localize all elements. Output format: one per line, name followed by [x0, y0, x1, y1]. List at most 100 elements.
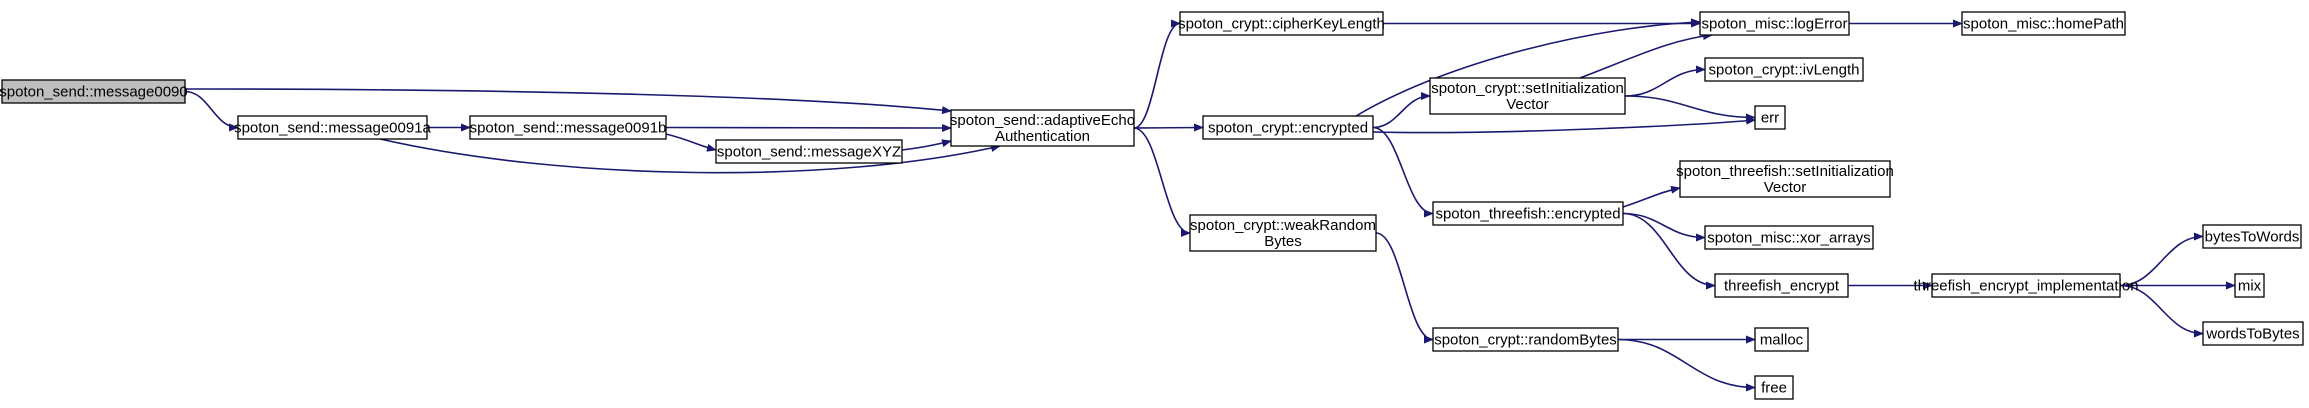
edge-line — [1617, 338, 1756, 392]
node-message0091b[interactable]: spoton_send::message0091b — [469, 115, 667, 140]
edge-adaptiveEcho-to-crypt_encrypted — [1133, 123, 1204, 132]
edge-tf_impl-to-bytesToWords — [2119, 232, 2204, 287]
node-label: Vector — [1764, 179, 1807, 196]
node-label: spoton_crypt::cipherKeyLength — [1178, 16, 1385, 33]
node-box — [1931, 273, 2121, 298]
node-box — [237, 115, 428, 140]
node-box — [950, 109, 1135, 147]
edge-message0091b-to-adaptiveEcho — [665, 123, 952, 132]
node-box — [2234, 273, 2265, 298]
node-label: threefish_encrypt_implementation — [1913, 278, 2138, 295]
edge-line — [665, 133, 717, 152]
node-crypt_encrypted[interactable]: spoton_crypt::encrypted — [1202, 115, 1374, 140]
node-label: Bytes — [1264, 233, 1302, 250]
edge-setInitVector-to-logError — [1579, 32, 1713, 79]
node-label: spoton_threefish::setInitialization — [1676, 163, 1894, 180]
edge-messageXYZ-to-adaptiveEcho — [901, 139, 952, 151]
node-box — [715, 139, 903, 164]
edge-threefish_encrypted-to-xor_arrays — [1622, 212, 1706, 242]
node-threefish_encrypt[interactable]: threefish_encrypt — [1714, 273, 1849, 298]
node-label: bytesToWords — [2205, 229, 2300, 246]
edge-line — [184, 90, 239, 132]
node-label: mix — [2238, 278, 2262, 295]
node-label: spoton_threefish::encrypted — [1435, 206, 1620, 223]
edge-line — [1624, 95, 1756, 122]
node-free[interactable]: free — [1754, 375, 1794, 400]
edge-line — [901, 139, 952, 151]
node-box — [1189, 214, 1377, 252]
node-label: malloc — [1760, 332, 1804, 349]
edge-line — [1579, 32, 1713, 79]
node-tf_impl[interactable]: threefish_encrypt_implementation — [1913, 273, 2139, 298]
node-randomBytes[interactable]: spoton_crypt::randomBytes — [1432, 327, 1619, 352]
edge-line — [2119, 284, 2204, 338]
node-label: spoton_send::message0091a — [234, 120, 431, 137]
node-box — [1429, 77, 1626, 115]
node-label: spoton_misc::homePath — [1963, 16, 2124, 33]
edge-crypt_encrypted-to-err — [1372, 116, 1756, 134]
node-message0091a[interactable]: spoton_send::message0091a — [234, 115, 432, 140]
node-err[interactable]: err — [1754, 105, 1786, 130]
edge-line — [1133, 19, 1181, 129]
edge-weakRandomBytes-to-randomBytes — [1375, 232, 1434, 344]
edge-line — [379, 138, 1001, 174]
node-cipherKeyLength[interactable]: spoton_crypt::cipherKeyLength — [1178, 11, 1385, 36]
edge-crypt_encrypted-to-logError — [1355, 18, 1701, 117]
edge-threefish_encrypted-to-tf_setInitVector — [1622, 185, 1681, 208]
edge-line — [1133, 127, 1191, 237]
edge-line — [184, 88, 952, 115]
node-label: spoton_crypt::setInitialization — [1431, 80, 1624, 97]
node-homePath[interactable]: spoton_misc::homePath — [1961, 11, 2126, 36]
node-label: spoton_crypt::weakRandom — [1190, 217, 1376, 234]
edge-line — [2119, 232, 2204, 287]
edge-adaptiveEcho-to-cipherKeyLength — [1133, 19, 1181, 129]
node-box — [1754, 375, 1794, 400]
node-box — [1432, 327, 1619, 352]
node-box — [1754, 327, 1809, 352]
node-label: Authentication — [995, 128, 1090, 145]
node-tf_setInitVector[interactable]: spoton_threefish::setInitializationVecto… — [1676, 160, 1894, 198]
node-box — [1179, 11, 1384, 36]
edge-threefish_encrypted-to-threefish_encrypt — [1622, 212, 1716, 290]
node-label: spoton_misc::logError — [1702, 16, 1848, 33]
node-message0090[interactable]: spoton_send::message0090 — [0, 79, 188, 104]
node-label: Vector — [1506, 96, 1549, 113]
node-logError[interactable]: spoton_misc::logError — [1699, 11, 1850, 36]
node-threefish_encrypted[interactable]: spoton_threefish::encrypted — [1432, 201, 1624, 226]
node-messageXYZ[interactable]: spoton_send::messageXYZ — [715, 139, 903, 164]
edge-message0090-to-message0091a — [184, 90, 239, 132]
node-ivLength[interactable]: spoton_crypt::ivLength — [1704, 57, 1864, 82]
node-malloc[interactable]: malloc — [1754, 327, 1809, 352]
edge-line — [1372, 126, 1434, 218]
edge-message0090-to-adaptiveEcho — [184, 88, 952, 115]
node-label: spoton_send::message0091b — [470, 120, 667, 137]
node-wordsToBytes[interactable]: wordsToBytes — [2202, 321, 2304, 346]
edge-line — [1622, 212, 1706, 242]
node-label: threefish_encrypt — [1724, 278, 1840, 295]
nodes-layer: spoton_send::message0090spoton_send::mes… — [0, 11, 2304, 400]
node-label: spoton_send::message0090 — [0, 84, 188, 101]
edge-line — [1375, 232, 1434, 344]
edge-line — [665, 123, 952, 132]
node-box — [1961, 11, 2126, 36]
edge-tf_impl-to-wordsToBytes — [2119, 284, 2204, 338]
node-mix[interactable]: mix — [2234, 273, 2265, 298]
edge-line — [1355, 18, 1701, 117]
edge-line — [1372, 92, 1431, 129]
node-xor_arrays[interactable]: spoton_misc::xor_arrays — [1704, 225, 1874, 250]
edge-line — [1622, 212, 1716, 290]
node-box — [469, 115, 667, 140]
edge-line — [1133, 123, 1204, 132]
node-label: spoton_crypt::encrypted — [1208, 120, 1368, 137]
node-label: spoton_misc::xor_arrays — [1707, 230, 1870, 247]
node-label: spoton_send::messageXYZ — [717, 144, 901, 161]
node-box — [1679, 160, 1891, 198]
edge-line — [1372, 116, 1756, 134]
node-bytesToWords[interactable]: bytesToWords — [2202, 224, 2302, 249]
edge-line — [1622, 185, 1681, 208]
node-box — [1714, 273, 1849, 298]
